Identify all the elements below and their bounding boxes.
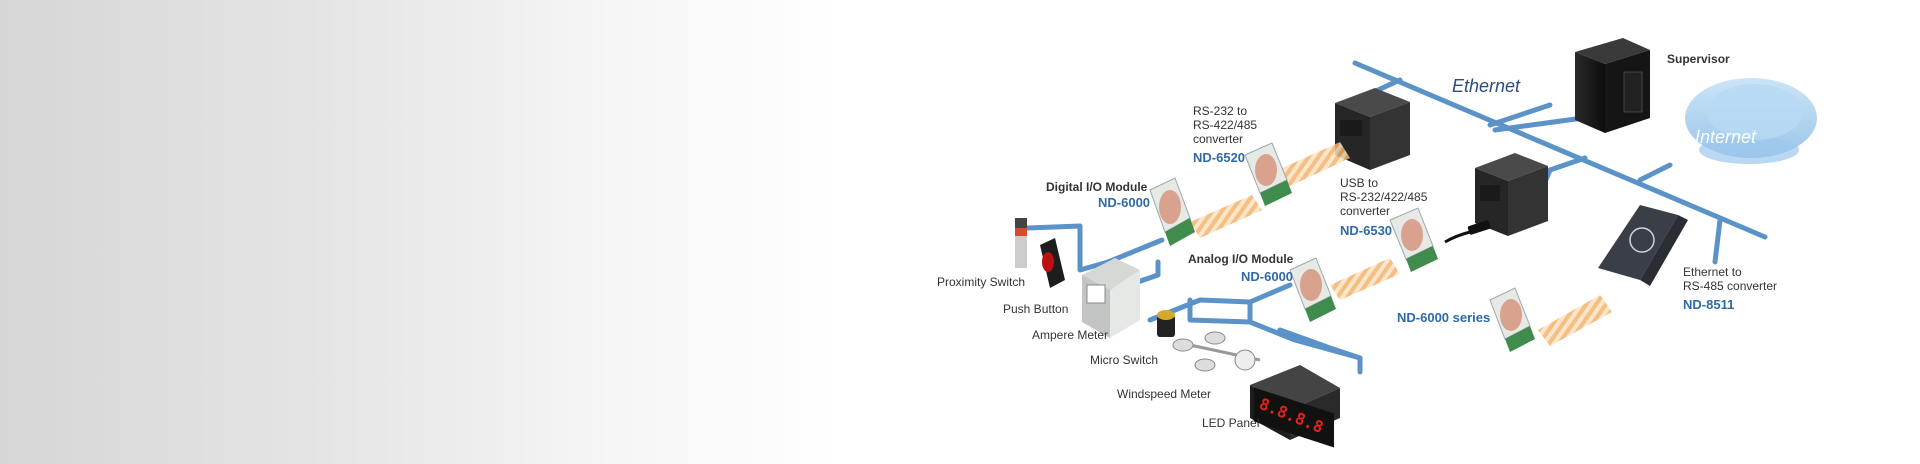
analog-io-label: Analog I/O Module bbox=[1188, 252, 1294, 266]
nd6530-module bbox=[1389, 207, 1438, 272]
internet-label: Internet bbox=[1695, 127, 1757, 147]
rs232-label-line2: RS-422/485 bbox=[1193, 118, 1257, 132]
micro-switch-label: Micro Switch bbox=[1090, 353, 1158, 367]
ampere-meter-device bbox=[1082, 258, 1140, 338]
nd8511-device bbox=[1598, 205, 1688, 286]
nd6530-label: ND-6530 bbox=[1340, 223, 1392, 238]
proximity-switch-label: Proximity Switch bbox=[937, 275, 1025, 289]
network-cabling bbox=[1025, 60, 1768, 375]
nd6000-series-label: ND-6000 series bbox=[1397, 310, 1490, 325]
digital-io-label: Digital I/O Module bbox=[1046, 180, 1148, 194]
rs232-label-line1: RS-232 to bbox=[1193, 104, 1247, 118]
nd8511-label: ND-8511 bbox=[1683, 297, 1734, 312]
nd6000-analog-label: ND-6000 bbox=[1241, 269, 1293, 284]
micro-switch-device bbox=[1157, 310, 1175, 337]
nd6000-digital-label: ND-6000 bbox=[1098, 195, 1150, 210]
nd6530-host-box bbox=[1475, 153, 1548, 236]
supervisor-label: Supervisor bbox=[1667, 52, 1730, 66]
internet-cloud bbox=[1685, 78, 1817, 164]
rs232-label-line3: converter bbox=[1193, 132, 1243, 146]
ampere-meter-label: Ampere Meter bbox=[1032, 328, 1108, 342]
nd6520-host-box bbox=[1335, 88, 1410, 170]
windspeed-meter-device bbox=[1172, 331, 1261, 372]
nd6520-label: ND-6520 bbox=[1193, 150, 1245, 165]
nd6000-series-module bbox=[1489, 287, 1535, 352]
eth485-label-line2: RS-485 converter bbox=[1683, 279, 1777, 293]
push-button-label: Push Button bbox=[1003, 302, 1068, 316]
nd6000-analog-module bbox=[1289, 257, 1336, 322]
nd6520-module bbox=[1244, 142, 1292, 206]
usb-label-line1: USB to bbox=[1340, 176, 1378, 190]
led-panel-device: 8.8.8.8 bbox=[1250, 365, 1340, 448]
serial-cables bbox=[1190, 142, 1612, 346]
ethernet-label: Ethernet bbox=[1452, 76, 1521, 96]
led-panel-label: LED Panel bbox=[1202, 416, 1259, 430]
proximity-switch-device bbox=[1015, 218, 1027, 268]
eth485-label-line1: Ethernet to bbox=[1683, 265, 1742, 279]
usb-dongle bbox=[1444, 220, 1491, 244]
nd6000-digital-module bbox=[1149, 177, 1195, 246]
supervisor-server bbox=[1575, 38, 1650, 133]
usb-label-line2: RS-232/422/485 bbox=[1340, 190, 1428, 204]
usb-label-line3: converter bbox=[1340, 204, 1390, 218]
windspeed-meter-label: Windspeed Meter bbox=[1117, 387, 1211, 401]
push-button-device bbox=[1040, 238, 1065, 288]
